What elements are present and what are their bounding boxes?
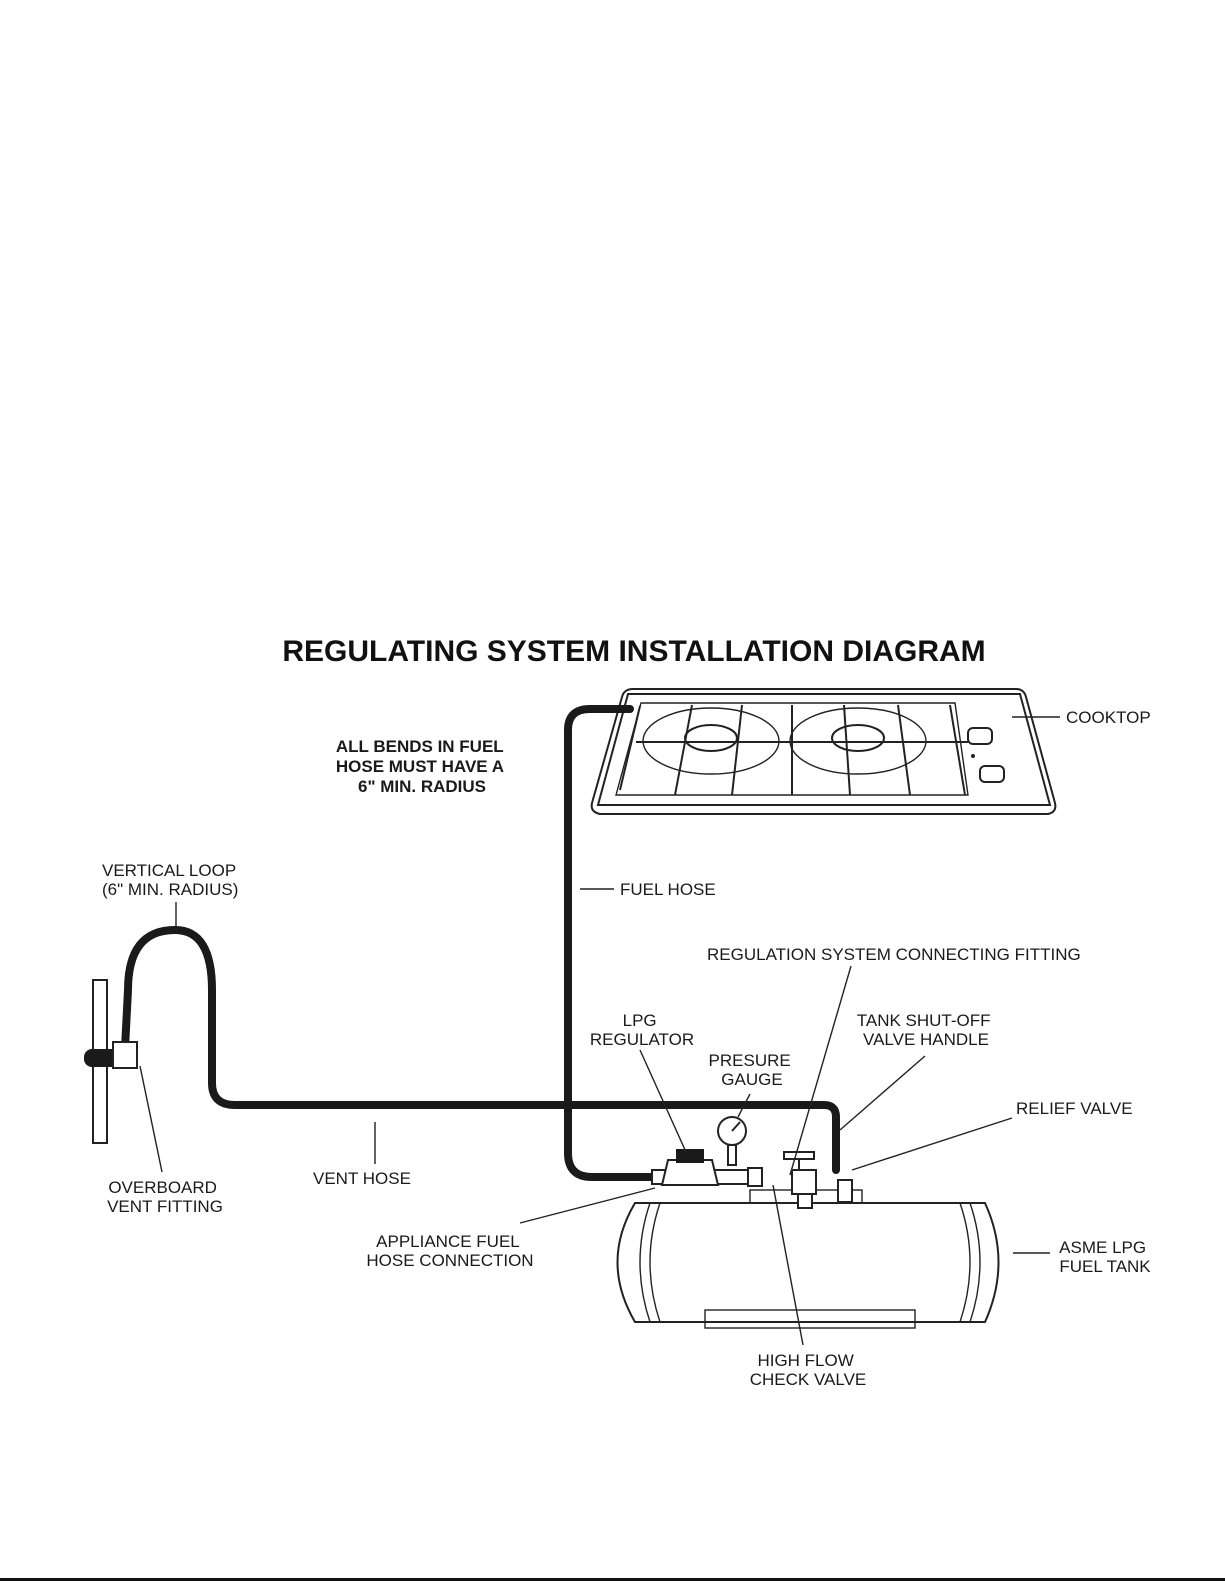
leader-lines [139, 716, 1060, 1346]
label-tank-shutoff: TANK SHUT-OFF VALVE HANDLE [857, 1011, 996, 1049]
valve-handle-icon [783, 1151, 815, 1160]
label-appliance-fuel: APPLIANCE FUEL HOSE CONNECTION [366, 1232, 533, 1270]
label-connecting-fitting: REGULATION SYSTEM CONNECTING FITTING [707, 945, 1081, 964]
label-overboard-vent: OVERBOARD VENT FITTING [107, 1178, 223, 1216]
diagram-title: REGULATING SYSTEM INSTALLATION DIAGRAM [282, 635, 985, 668]
fuel-hose [564, 705, 654, 1181]
bottom-rule [0, 1578, 1225, 1581]
label-vertical-loop: VERTICAL LOOP (6" MIN. RADIUS) [102, 861, 241, 899]
bend-radius-note: ALL BENDS IN FUEL HOSE MUST HAVE A 6" MI… [336, 737, 508, 796]
label-cooktop: COOKTOP [1066, 708, 1151, 727]
label-high-flow: HIGH FLOW CHECK VALVE [750, 1351, 867, 1389]
label-relief-valve: RELIEF VALVE [1016, 1099, 1133, 1118]
vent-hose [121, 926, 840, 1174]
label-pressure-gauge: PRESURE GAUGE [709, 1051, 796, 1089]
knob-icon [967, 727, 993, 745]
overboard-vent-fitting [84, 979, 138, 1144]
label-lpg-regulator: LPG REGULATOR [590, 1011, 694, 1049]
label-asme-tank: ASME LPG FUEL TANK [1059, 1238, 1151, 1276]
cooktop [590, 688, 1057, 815]
knob-icon [979, 765, 1005, 783]
label-fuel-hose: FUEL HOSE [620, 880, 716, 899]
label-vent-hose: VENT HOSE [313, 1169, 411, 1188]
asme-lpg-fuel-tank [616, 1189, 1000, 1329]
regulator-assembly [651, 1116, 853, 1209]
